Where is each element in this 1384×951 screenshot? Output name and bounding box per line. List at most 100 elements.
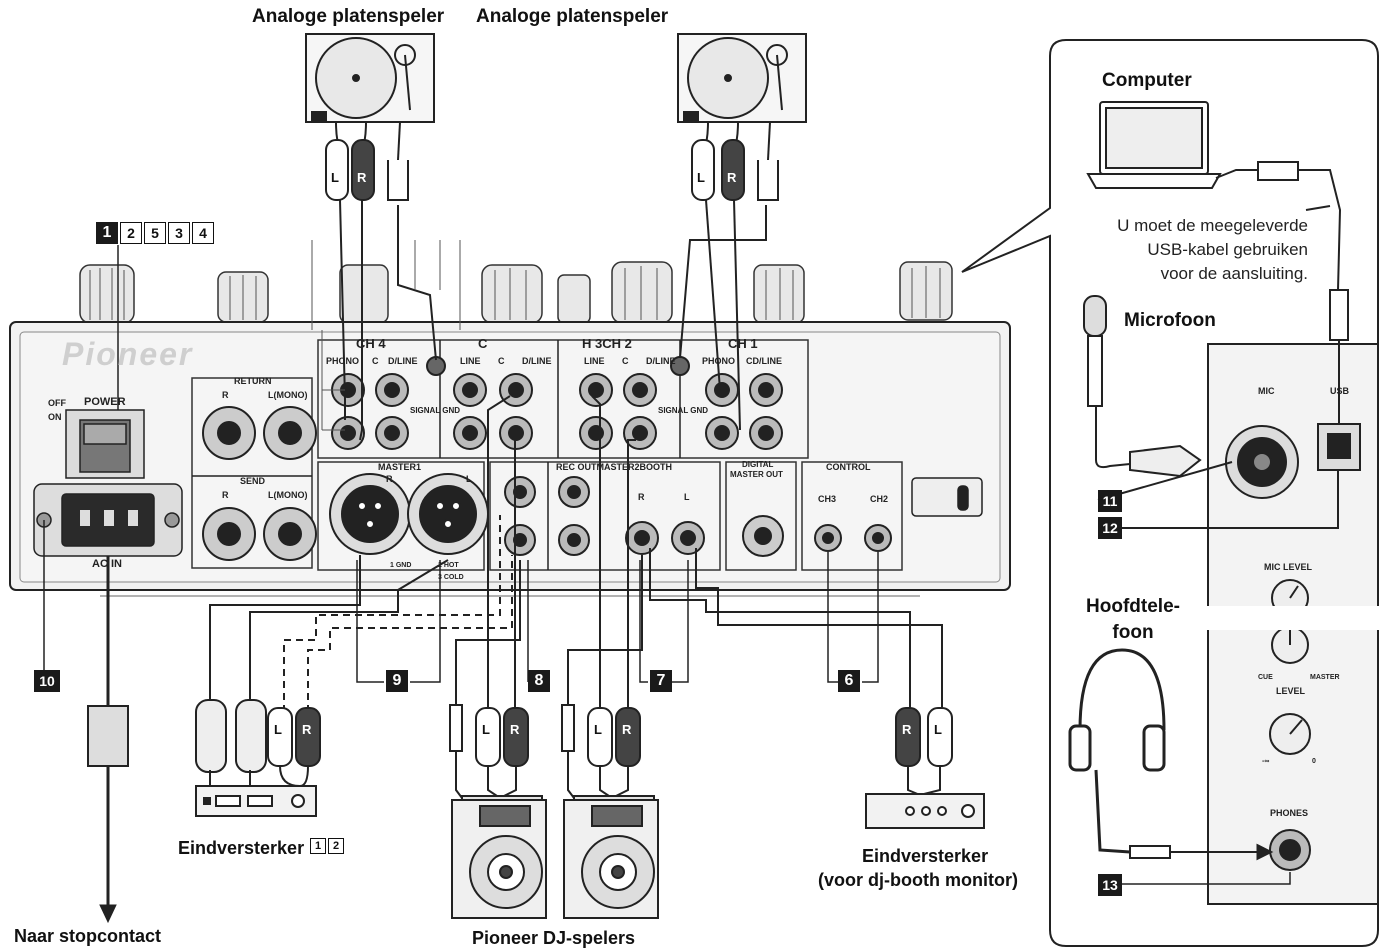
callout-12: 12	[1098, 517, 1122, 539]
cue-label: CUE	[1258, 674, 1273, 681]
signal-gnd-label-2: SIGNAL GND	[658, 406, 709, 415]
level-label: LEVEL	[1276, 686, 1306, 696]
ac-in-label: AC IN	[92, 558, 122, 570]
send-l-label: L(MONO)	[268, 490, 308, 500]
signal-gnd-label-1: SIGNAL GND	[410, 406, 461, 415]
quarter-inch-jacks	[202, 406, 784, 561]
on-label: ON	[48, 412, 62, 422]
headphones-label-1: Hoofdtele-	[1086, 596, 1180, 617]
turntable-right-label: Analoge platenspeler	[476, 6, 669, 27]
dj-player-2	[563, 795, 659, 919]
dj-player-1	[451, 795, 547, 919]
main-amp-ref-1: 1	[310, 838, 326, 854]
ch1-phono-label: PHONO	[702, 356, 736, 366]
ch4-phono-label: PHONO	[326, 356, 360, 366]
power-badge-5: 5	[144, 222, 166, 244]
plug-r-6: R	[902, 722, 912, 737]
level-max-label: 0	[1312, 758, 1316, 765]
phones-label: PHONES	[1270, 808, 1309, 818]
main-amp-label: Eindversterker	[178, 838, 305, 858]
xlr-connectors	[329, 473, 489, 555]
brand-logo: Pioneer	[62, 336, 194, 372]
control-label: CONTROL	[826, 462, 871, 472]
dj-players-label: Pioneer DJ-spelers	[472, 928, 636, 948]
plug-l-1: L	[331, 170, 339, 185]
computer-label: Computer	[1102, 70, 1192, 91]
level-min-label: -∞	[1262, 758, 1270, 765]
power-badge-3: 3	[168, 222, 190, 244]
power-label: POWER	[84, 396, 126, 408]
xlr-pin3-label: 3 COLD	[438, 574, 464, 581]
power-cable	[87, 556, 129, 924]
booth-amp-sublabel: (voor dj-booth monitor)	[818, 870, 1018, 890]
ch2-dline-label: D/LINE	[646, 356, 676, 366]
turntable-left-label: Analoge platenspeler	[252, 6, 445, 27]
return-label: RETURN	[234, 376, 272, 386]
plug-l-6: L	[934, 722, 942, 737]
plug-r-1: R	[357, 170, 367, 185]
ch1-cdline-label: CD/LINE	[746, 356, 782, 366]
send-r-label: R	[222, 490, 229, 500]
booth-amp-cables	[649, 548, 943, 712]
booth-amp-label: Eindversterker	[862, 846, 989, 866]
turntable-cables	[335, 121, 771, 441]
microphone-label: Microfoon	[1124, 310, 1216, 331]
master1-label: MASTER1	[378, 462, 422, 472]
callout-9: 9	[386, 670, 408, 692]
ch2-c-label: C	[622, 356, 629, 366]
usb-port	[1317, 423, 1361, 471]
dj-player-cables	[455, 395, 643, 712]
master1-l-label: L	[466, 474, 472, 484]
plug-r-5: R	[622, 722, 632, 737]
headphones	[1068, 648, 1291, 885]
usb-note: U moet de meegeleverde USB-kabel gebruik…	[1070, 214, 1308, 286]
master1-r-label: R	[386, 474, 393, 484]
booth-amplifier	[865, 793, 985, 829]
control-ch3-label: CH3	[818, 494, 837, 504]
ch4-dline-label: D/LINE	[388, 356, 418, 366]
callout-13: 13	[1098, 874, 1122, 896]
laptop	[1086, 101, 1222, 189]
off-label: OFF	[48, 398, 66, 408]
xlr-pin2-label: 2 HOT	[438, 562, 459, 569]
rca-plugs	[195, 139, 953, 773]
control-ch2-label: CH2	[870, 494, 889, 504]
plug-l-5: L	[594, 722, 602, 737]
plug-l-2: L	[697, 170, 705, 185]
headphones-label-2: foon	[1112, 622, 1154, 643]
plug-r-2: R	[727, 170, 737, 185]
plug-l-4: L	[482, 722, 490, 737]
return-r-label: R	[222, 390, 229, 400]
plug-r-4: R	[510, 722, 520, 737]
outlet-label: Naar stopcontact	[14, 926, 162, 946]
return-l-label: L(MONO)	[268, 390, 308, 400]
turntable-left	[305, 33, 435, 123]
mic-input	[1097, 425, 1299, 501]
main-amp-cables	[209, 515, 513, 712]
callout-10: 10	[34, 670, 60, 692]
usb-note-line-2: USB-kabel gebruiken	[1147, 240, 1308, 259]
usb-note-line-3: voor de aansluiting.	[1160, 264, 1308, 283]
rca-jacks	[331, 356, 892, 556]
ch2-label: H 3CH 2	[582, 336, 632, 351]
callout-8: 8	[528, 670, 550, 692]
mic-level-label: MIC LEVEL	[1264, 562, 1313, 572]
send-label: SEND	[240, 476, 266, 486]
power-badge-1: 1	[96, 222, 118, 244]
booth-r-label: R	[638, 492, 645, 502]
plug-l-3: L	[274, 722, 282, 737]
plug-r-3: R	[302, 722, 312, 737]
usb-note-line-1: U moet de meegeleverde	[1117, 216, 1308, 235]
turntable-right	[677, 33, 807, 123]
usb-label: USB	[1330, 386, 1350, 396]
main-amp-ref-2: 2	[328, 838, 344, 854]
master-out-label: MASTER OUT	[730, 470, 783, 479]
callout-11: 11	[1098, 490, 1122, 512]
rec-out-master2-booth-label: REC OUTMASTER2BOOTH	[556, 462, 673, 472]
ch3-dline-label: D/LINE	[522, 356, 552, 366]
ch3-line-label: LINE	[460, 356, 481, 366]
callout-7: 7	[650, 670, 672, 692]
xlr-pin1-label: 1 GND	[390, 562, 412, 569]
microphone	[1083, 295, 1202, 478]
